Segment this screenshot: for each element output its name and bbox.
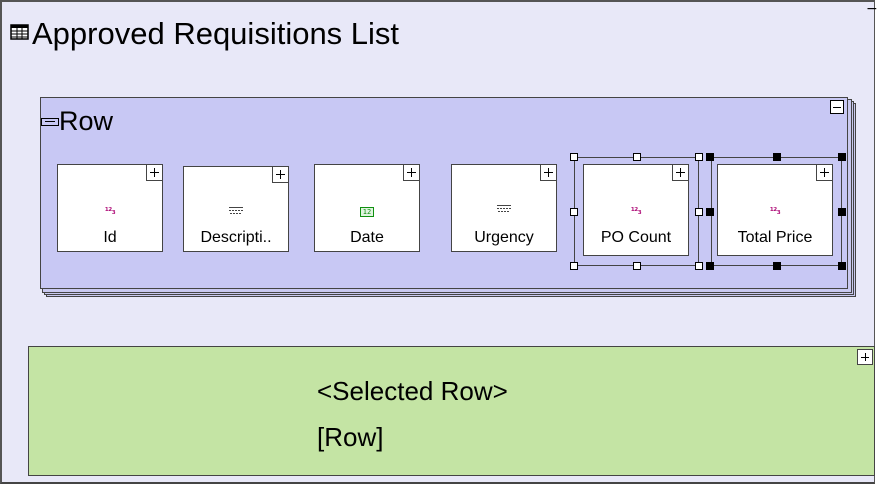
field-description[interactable]: Descripti..: [183, 166, 289, 252]
selection-handle[interactable]: [706, 208, 714, 216]
field-label: Urgency: [474, 229, 534, 246]
number-icon: ¹²₃: [630, 207, 642, 217]
field-po-count[interactable]: ¹²₃ PO Count: [583, 164, 689, 256]
expand-plus-icon[interactable]: [540, 165, 556, 181]
selection-handle[interactable]: [633, 153, 641, 161]
field-label: Date: [350, 229, 384, 246]
text-icon: [229, 207, 243, 214]
selection-handle[interactable]: [706, 262, 714, 270]
selection-handle[interactable]: [706, 153, 714, 161]
selection-handle[interactable]: [838, 262, 846, 270]
selection-handle[interactable]: [773, 153, 781, 161]
selection-handle[interactable]: [570, 208, 578, 216]
expand-plus-icon[interactable]: [816, 165, 832, 181]
number-icon: ¹²₃: [104, 207, 116, 217]
selection-handle[interactable]: [695, 153, 703, 161]
expand-plus-icon[interactable]: [672, 165, 688, 181]
field-date[interactable]: 12 Date: [314, 164, 420, 252]
selection-handle[interactable]: [838, 153, 846, 161]
expand-plus-icon[interactable]: [272, 167, 288, 183]
expand-plus-icon[interactable]: [146, 165, 162, 181]
selected-row-subtitle: [Row]: [317, 422, 384, 452]
field-total-price[interactable]: ¹²₃ Total Price: [717, 164, 833, 256]
table-icon: [10, 24, 29, 40]
selection-handle[interactable]: [773, 262, 781, 270]
selected-row-title: <Selected Row>: [317, 376, 508, 406]
selection-handle[interactable]: [838, 208, 846, 216]
expand-plus-icon[interactable]: [857, 349, 873, 365]
field-label: PO Count: [600, 229, 672, 246]
text-icon: [497, 205, 511, 212]
selection-handle[interactable]: [695, 262, 703, 270]
selection-handle[interactable]: [570, 153, 578, 161]
field-urgency[interactable]: Urgency: [451, 164, 557, 252]
row-group[interactable]: Row ¹²₃ Id Descripti..: [40, 97, 856, 297]
selection-handle[interactable]: [695, 208, 703, 216]
selection-handle[interactable]: [633, 262, 641, 270]
row-box[interactable]: Row ¹²₃ Id Descripti..: [40, 97, 848, 289]
field-label: Descripti..: [200, 229, 272, 246]
approved-requisitions-panel: − Approved Requisitions List Row ¹²₃ Id: [0, 0, 878, 484]
selection-handle[interactable]: [570, 262, 578, 270]
expand-plus-icon[interactable]: [403, 165, 419, 181]
panel-collapse-button[interactable]: −: [866, 1, 878, 17]
field-id[interactable]: ¹²₃ Id: [57, 164, 163, 252]
number-icon: ¹²₃: [769, 207, 781, 217]
row-collapse-button[interactable]: [830, 100, 844, 114]
field-label: Id: [103, 229, 117, 246]
selected-row-box[interactable]: <Selected Row> [Row]: [28, 346, 875, 476]
row-icon: [41, 118, 59, 126]
panel-title: Approved Requisitions List: [32, 16, 400, 51]
row-label: Row: [59, 106, 114, 136]
date-icon: 12: [360, 207, 374, 217]
field-label: Total Price: [737, 229, 813, 246]
